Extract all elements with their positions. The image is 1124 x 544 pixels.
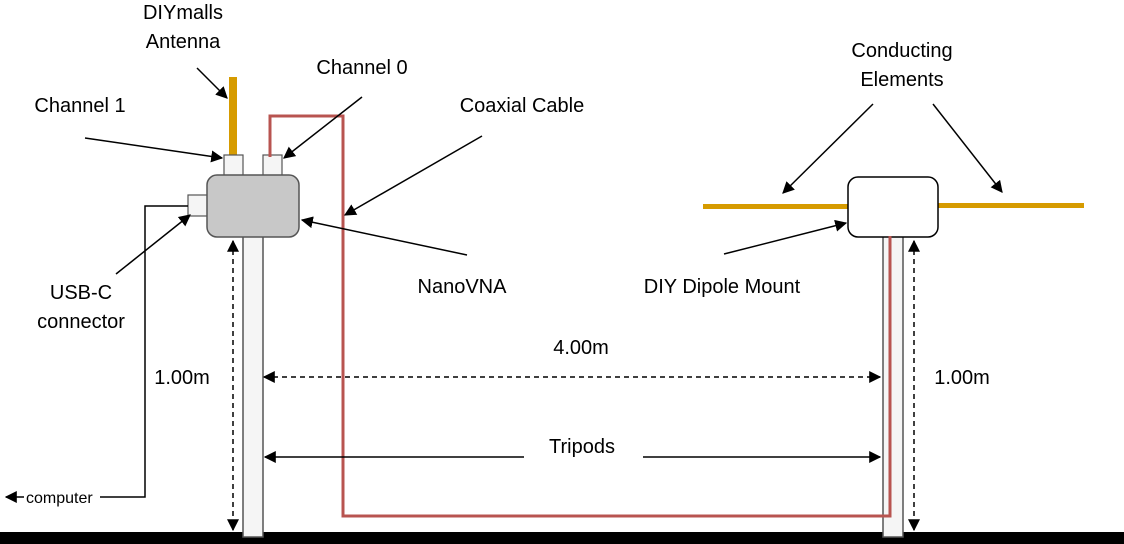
coaxial-label: Coaxial Cable — [460, 95, 585, 117]
channel1-label: Channel 1 — [34, 95, 125, 117]
dipole-element-left — [703, 204, 850, 209]
usbc-connector — [187, 194, 210, 217]
conducting-label-line2: Elements — [860, 69, 943, 91]
usbc-label-line1: USB-C — [50, 282, 112, 304]
diymalls-antenna — [229, 77, 237, 157]
usb-to-computer-line — [100, 205, 188, 498]
coaxial-cable — [268, 114, 892, 518]
ground-line — [0, 532, 1124, 544]
nanovna-device — [206, 174, 300, 238]
height-right-label: 1.00m — [934, 367, 990, 389]
dipole-element-right — [935, 203, 1084, 208]
tripods-label: Tripods — [549, 436, 615, 458]
distance-label: 4.00m — [553, 337, 609, 359]
conducting-arrow-right — [932, 103, 1003, 193]
dipole-mount-arrow — [723, 219, 848, 255]
right-tripod-pole — [882, 231, 904, 538]
dipole-mount — [847, 176, 939, 238]
diymalls-label-line1: DIYmalls — [143, 2, 223, 24]
coaxial-arrow — [343, 135, 483, 216]
diymalls-arrow — [196, 67, 228, 99]
channel0-arrow — [283, 96, 363, 159]
nanovna-arrow — [300, 216, 468, 256]
diymalls-label-line2: Antenna — [146, 31, 221, 53]
left-tripod-pole — [242, 229, 264, 538]
channel1-arrow — [84, 137, 224, 163]
conducting-label-line1: Conducting — [851, 40, 952, 62]
nanovna-label: NanoVNA — [418, 276, 508, 298]
usbc-label-line2: connector — [37, 311, 125, 333]
channel0-label: Channel 0 — [316, 57, 407, 79]
dipole-mount-label: DIY Dipole Mount — [644, 276, 801, 298]
usbc-arrow — [115, 214, 191, 275]
conducting-arrow-left — [782, 103, 874, 194]
computer-label: computer — [26, 490, 93, 507]
height-left-label: 1.00m — [154, 367, 210, 389]
